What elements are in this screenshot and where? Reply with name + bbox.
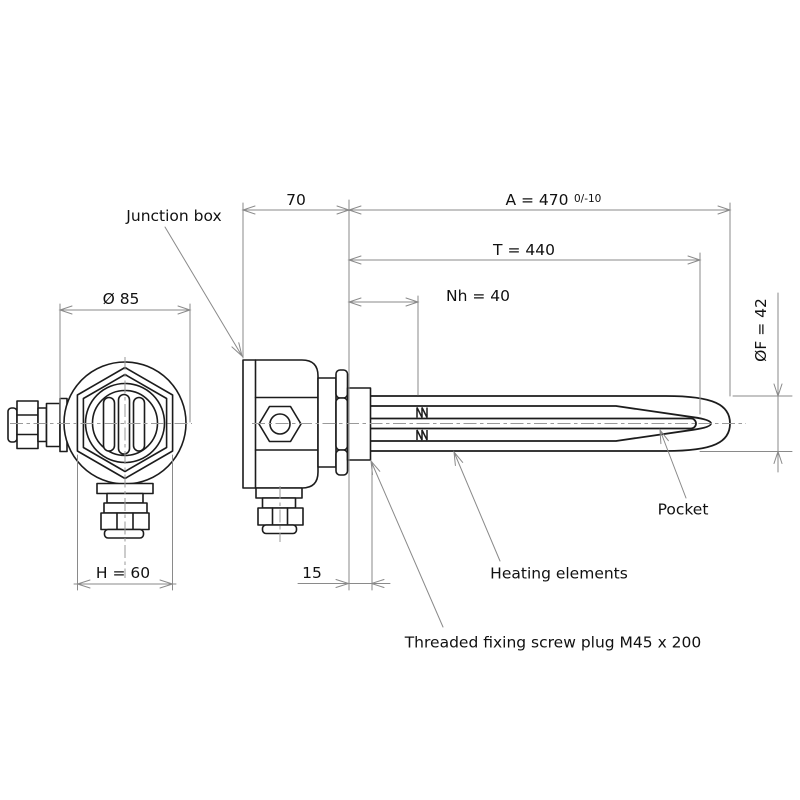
junction-box-leader [164,226,243,358]
threaded-plug-leader [370,459,444,628]
dim-unheated-length: Nh = 40 [446,287,510,305]
pocket-leader [659,428,687,499]
dimension-layer [58,199,793,628]
unheated-zone-mark-top [416,407,428,418]
gland-hex-nut [16,400,39,450]
gland-hex-facets [16,414,39,436]
dim-overall-length: A = 470 [505,191,568,209]
terminal-slot-middle [117,393,131,455]
extension-lines [59,199,793,591]
terminal-slot-left [102,396,116,452]
gland-base [255,487,303,499]
pocket-tube [370,417,697,430]
centerlines [10,357,746,578]
gland-neck [261,497,297,509]
dim-fold-diameter: ØF = 42 [752,298,770,362]
front-view [7,361,187,539]
terminal-slot-right [132,396,146,452]
gland-cap [103,528,145,539]
dim-box-height: H = 60 [96,564,150,582]
front-left-cable-gland [7,397,68,453]
dim-plug-thickness: 15 [302,564,322,582]
nut-facet-top [335,369,349,399]
gland-hex-facets [271,507,289,526]
plug-neck [317,377,337,468]
label-junction-box: Junction box [125,207,221,225]
unheated-zone-mark-bottom [416,429,428,441]
dim-box-offset: 70 [286,191,306,209]
label-pocket: Pocket [658,501,709,519]
gland-cap [7,407,18,443]
junction-box-band-seams [254,396,319,451]
dim-overall-length-tolerance: 0/-10 [574,193,601,205]
nut-facet-bottom [335,449,349,476]
dim-box-diameter: Ø 85 [103,290,140,308]
heating-elements-leader [453,450,501,562]
gland-hex-facets [116,512,134,531]
dim-immersed-length: T = 440 [492,241,555,259]
gland-collar [45,402,61,448]
annotation-text: 70 A = 470 0/-10 T = 440 Nh = 40 ØF = 42… [96,191,770,652]
gland-neck [37,407,48,443]
plug-hex-nut [335,369,349,476]
label-threaded-plug: Threaded fixing screw plug M45 x 200 [404,634,702,652]
label-heating-elements: Heating elements [490,565,628,583]
dimension-arrowheads [58,205,783,589]
leader-lines [164,226,687,628]
dimension-lines [59,209,779,585]
